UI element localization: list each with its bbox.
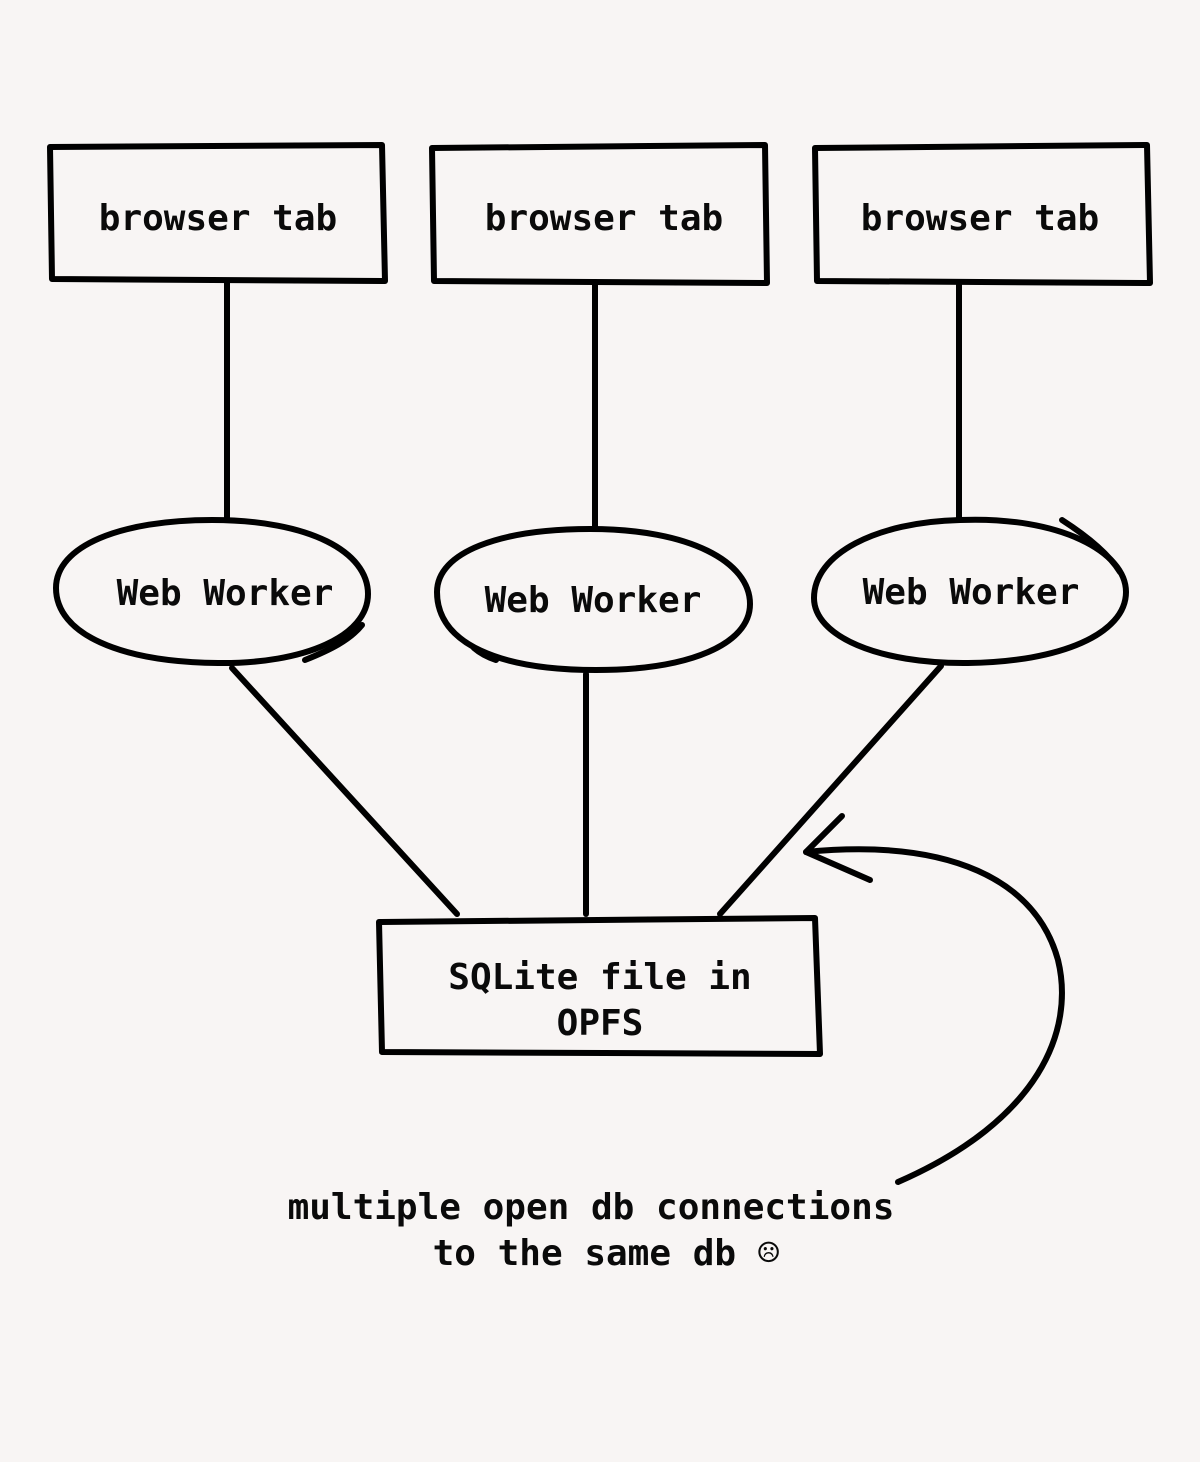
sqlite-file-label-line-1: SQLite file in xyxy=(448,957,751,998)
browser-tab-box-2 xyxy=(429,142,770,286)
annotation-text-line-2: to the same db ☹ xyxy=(433,1233,780,1274)
browser-tab-label-3: browser tab xyxy=(861,198,1099,239)
web-worker-node-1: Web Worker xyxy=(53,517,371,667)
browser-tab-node-1: browser tab xyxy=(47,142,388,284)
annotation-text-line-1: multiple open db connections xyxy=(288,1187,895,1228)
annotation-note: multiple open db connections to the same… xyxy=(288,1187,895,1274)
browser-tab-label-1: browser tab xyxy=(99,198,337,239)
browser-tab-box-3 xyxy=(812,142,1153,286)
web-worker-ellipse-1 xyxy=(53,517,371,667)
edge-worker3-sqlite xyxy=(717,663,944,917)
browser-tab-node-2: browser tab xyxy=(429,142,770,286)
annotation-arrow-shaft xyxy=(803,846,1065,1185)
browser-tab-node-3: browser tab xyxy=(812,142,1153,286)
web-worker-ellipse-1-overlap xyxy=(302,622,365,663)
web-worker-node-3: Web Worker xyxy=(811,516,1129,667)
web-worker-label-2: Web Worker xyxy=(485,580,702,621)
sqlite-file-node: SQLite file in OPFS xyxy=(376,915,823,1057)
web-worker-label-3: Web Worker xyxy=(863,572,1080,613)
edge-worker1-sqlite xyxy=(229,665,460,917)
browser-tab-label-2: browser tab xyxy=(485,198,723,239)
browser-tab-box-1 xyxy=(47,142,388,284)
sqlite-file-label-line-2: OPFS xyxy=(557,1003,644,1044)
web-worker-label-1: Web Worker xyxy=(117,573,334,614)
web-worker-ellipse-3-overlap xyxy=(1059,517,1123,575)
annotation-arrow xyxy=(803,813,1065,1185)
annotation-arrowhead-icon xyxy=(803,813,873,883)
web-worker-node-2: Web Worker xyxy=(434,526,753,673)
web-worker-ellipse-2 xyxy=(434,526,753,673)
web-worker-ellipse-2-overlap xyxy=(471,645,499,663)
sqlite-file-box xyxy=(376,915,823,1057)
